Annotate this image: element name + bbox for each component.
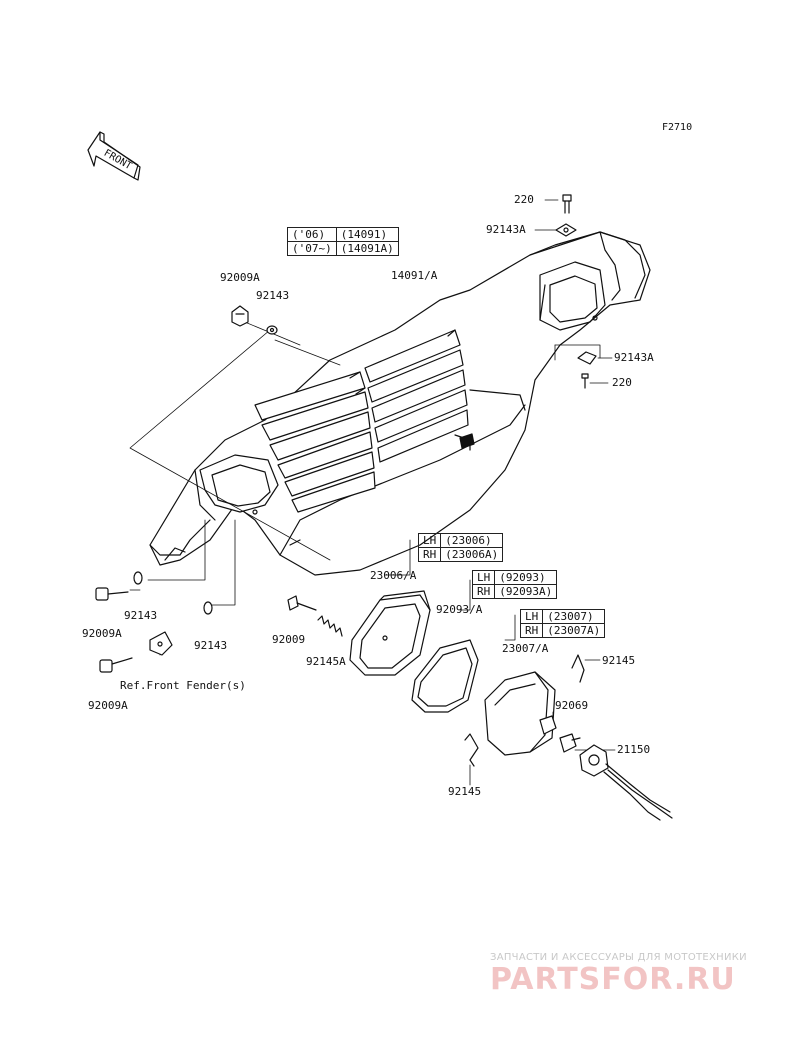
bolt-220-top-icon: [562, 194, 572, 214]
year-variant-table: ('06) (14091) ('07~) (14091A): [287, 227, 399, 256]
watermark-subtitle: ЗАПЧАСТИ И АКСЕССУАРЫ ДЛЯ МОТОТЕХНИКИ: [490, 952, 747, 963]
washer-92143-left-icon: [133, 571, 143, 585]
watermark-logo: PARTSFOR.RU: [490, 962, 736, 997]
part-label-92143a-top: 92143A: [486, 223, 526, 236]
table-23007: LH (23007) RH (23007A): [519, 609, 606, 638]
table-row: RH (92093A): [471, 584, 558, 599]
part-label-92069: 92069: [555, 699, 589, 712]
washer-92143-top-icon: [266, 325, 278, 335]
gasket-92093a-part: [411, 639, 479, 713]
front-arrow-icon: FRONT: [87, 131, 141, 181]
table-cell: RH: [471, 584, 496, 599]
table-92093: LH (92093) RH (92093A): [471, 570, 558, 599]
table-cell: (92093A): [494, 584, 558, 599]
table-cell: (23006A): [440, 547, 504, 562]
table-row: RH (23007A): [519, 623, 606, 638]
part-label-92143-mid: 92143: [194, 639, 228, 652]
part-label-92009a-top: 92009A: [220, 271, 260, 284]
table-cell: ('07~): [287, 241, 337, 256]
part-label-92143-left: 92143: [124, 609, 158, 622]
headlight-housing-part: [149, 231, 651, 576]
table-row: ('07~) (14091A): [287, 241, 399, 256]
headlight-unit-23007a-part: [484, 671, 557, 756]
table-cell: (23007A): [542, 623, 606, 638]
table-row: ('06) (14091): [287, 227, 399, 242]
ref-front-fender-label: Ref.Front Fender(s): [120, 679, 246, 692]
bulb-92069-icon: [559, 733, 581, 753]
spring-92145a-icon: [317, 615, 343, 637]
clip-92145-bottom-icon: [464, 733, 479, 767]
clip-92145-right-icon: [571, 654, 585, 683]
part-label-14091a: 14091/A: [391, 269, 438, 282]
bolt-92009a-left-icon: [95, 587, 129, 601]
part-label-92093a: 92093/A: [436, 603, 483, 616]
bolt-92009a-bottom-icon: [99, 657, 133, 673]
table-cell: RH: [417, 547, 442, 562]
table-cell: (14091A): [335, 241, 399, 256]
washer-92143a-top-icon: [555, 223, 577, 237]
table-cell: LH: [417, 533, 442, 548]
part-label-92009a-bottom: 92009A: [88, 699, 128, 712]
bolt-92009a-top-icon: [231, 305, 249, 327]
part-label-220-top: 220: [514, 193, 534, 206]
table-row: LH (23007): [519, 609, 606, 624]
part-label-92145a: 92145A: [306, 655, 346, 668]
table-cell: RH: [519, 623, 544, 638]
table-row: LH (92093): [471, 570, 558, 585]
part-label-92009: 92009: [272, 633, 306, 646]
bolt-220-right-icon: [581, 373, 589, 389]
washer-92143a-right-icon: [577, 351, 597, 365]
headlight-rim-23006a-part: [349, 590, 431, 676]
table-23006: LH (23006) RH (23006A): [417, 533, 504, 562]
part-label-23006a: 23006/A: [370, 569, 417, 582]
table-cell: ('06): [287, 227, 337, 242]
part-label-23007a: 23007/A: [502, 642, 549, 655]
part-label-92145-bottom: 92145: [448, 785, 482, 798]
table-cell: (14091): [335, 227, 399, 242]
figure-code: F2710: [662, 122, 693, 133]
table-cell: (92093): [494, 570, 558, 585]
part-label-21150: 21150: [617, 743, 651, 756]
table-cell: (23006): [440, 533, 504, 548]
table-cell: LH: [471, 570, 496, 585]
screw-92009-icon: [287, 595, 317, 611]
table-row: LH (23006): [417, 533, 504, 548]
washer-92143-mid-icon: [203, 601, 213, 615]
part-label-92143a-right: 92143A: [614, 351, 654, 364]
socket-21150-icon: [579, 744, 673, 821]
table-cell: (23007): [542, 609, 606, 624]
table-row: RH (23006A): [417, 547, 504, 562]
part-label-92009a-left: 92009A: [82, 627, 122, 640]
part-label-92143-top: 92143: [256, 289, 290, 302]
part-label-220-right: 220: [612, 376, 632, 389]
part-label-92145-right: 92145: [602, 654, 636, 667]
bracket-icon: [149, 631, 173, 656]
table-cell: LH: [519, 609, 544, 624]
